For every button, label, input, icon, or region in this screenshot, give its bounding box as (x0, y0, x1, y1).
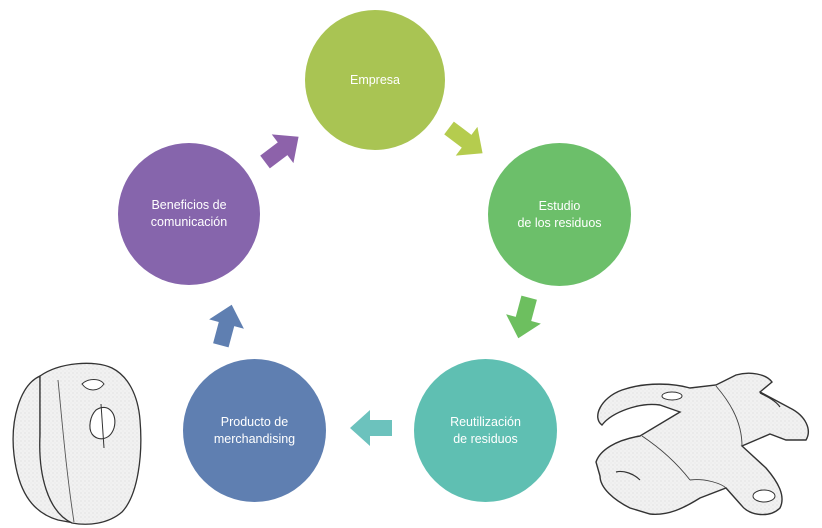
arrow-reutilizacion-to-producto (350, 410, 392, 446)
node-producto-merchandising: Producto de merchandising (183, 359, 326, 502)
node-reutilizacion-residuos-label: Reutilización de residuos (450, 414, 521, 446)
arrow-producto-to-beneficios (209, 304, 244, 348)
node-reutilizacion-residuos: Reutilización de residuos (414, 359, 557, 502)
node-empresa: Empresa (305, 10, 445, 150)
arrow-beneficios-to-empresa (260, 134, 299, 169)
node-producto-merchandising-label: Producto de merchandising (213, 414, 296, 446)
arrow-estudio-to-reutilizacion (506, 295, 541, 339)
node-beneficios-comunicacion: Beneficios de comunicación (118, 143, 260, 285)
arrow-empresa-to-estudio (444, 121, 483, 156)
node-estudio-residuos: Estudio de los residuos (488, 143, 631, 286)
node-estudio-residuos-label: Estudio de los residuos (517, 198, 602, 230)
node-empresa-label: Empresa (349, 72, 401, 87)
node-beneficios-comunicacion-label: Beneficios de comunicación (150, 198, 228, 229)
